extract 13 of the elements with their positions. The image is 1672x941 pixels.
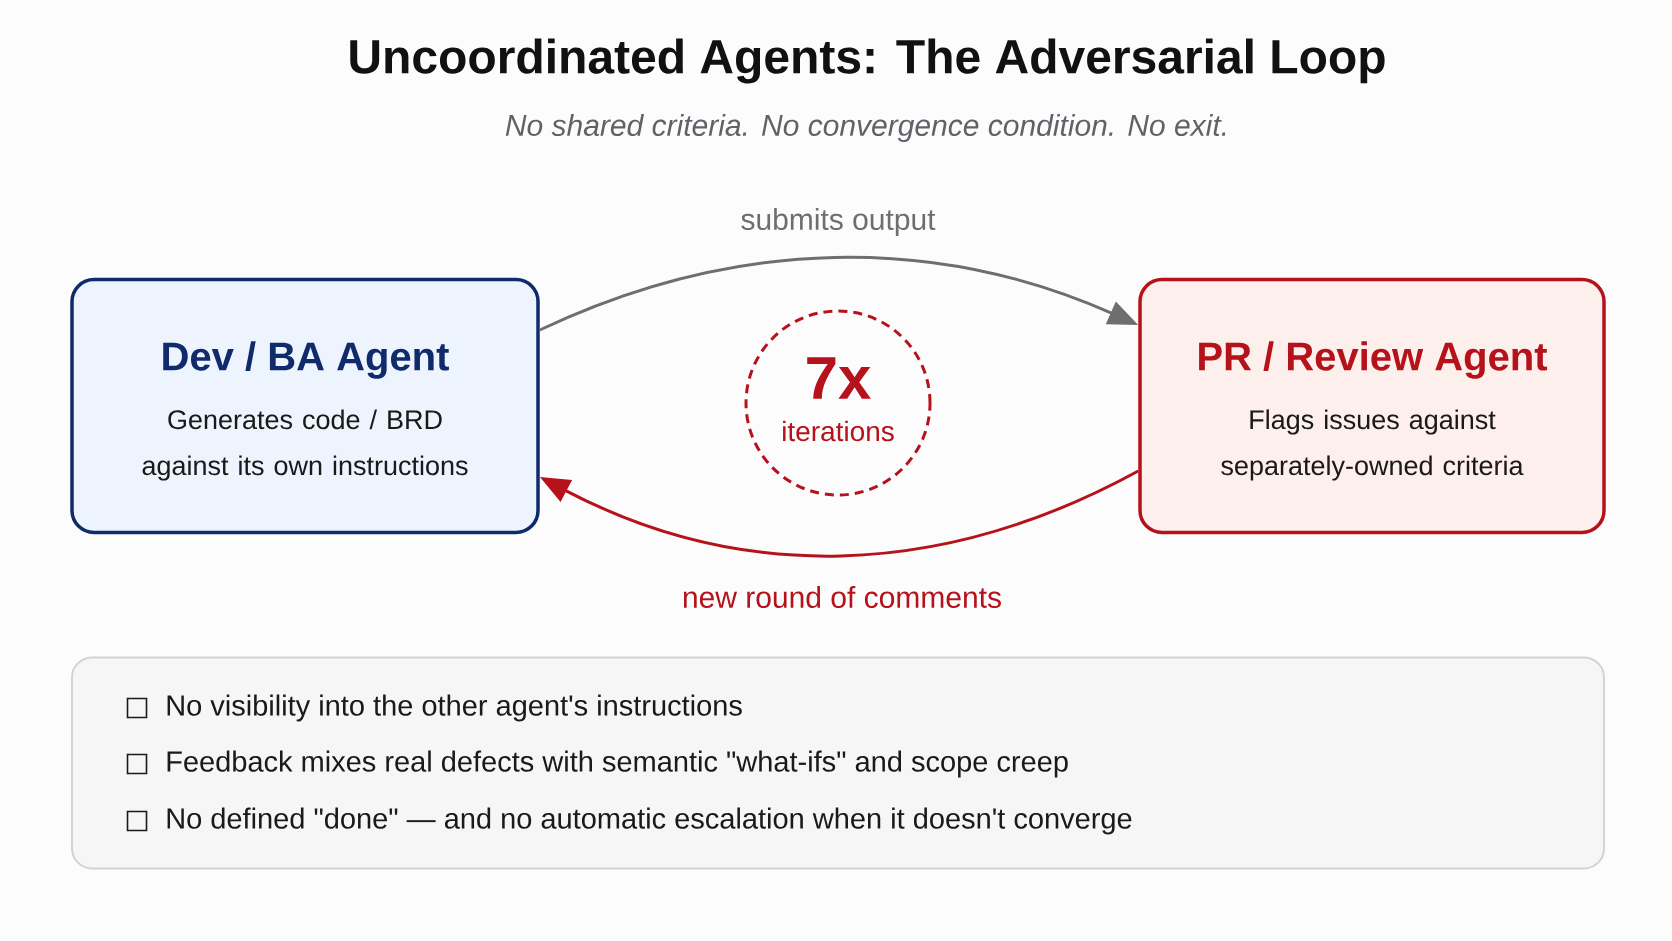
note-text: No visibility into the other agent's instructions — [167, 694, 742, 722]
counter-value: 7x — [807, 357, 871, 399]
agent-title: PR / Review Agent — [1199, 341, 1548, 379]
agent-title: Dev / BA Agent — [163, 341, 449, 379]
edge-label: new round of comments — [679, 584, 1005, 610]
counter-label: iterations — [783, 420, 894, 442]
title: Uncoordinated Agents: The Adversarial Loop — [350, 38, 1385, 84]
subtitle: No shared criteria. No convergence condition. No exit. — [505, 114, 1226, 142]
note-text: No defined "done" — and no automatic escalation when it doesn't converge — [167, 807, 1132, 835]
note-text: Feedback mixes real defects with semantic "what-ifs" and scope creep — [167, 750, 1068, 778]
edge-label: submits output — [738, 206, 938, 238]
agent-description: Generates code / BRD against its own instructions — [142, 409, 468, 481]
agent-description: Flags issues against separately-owned criteria — [1221, 409, 1524, 481]
